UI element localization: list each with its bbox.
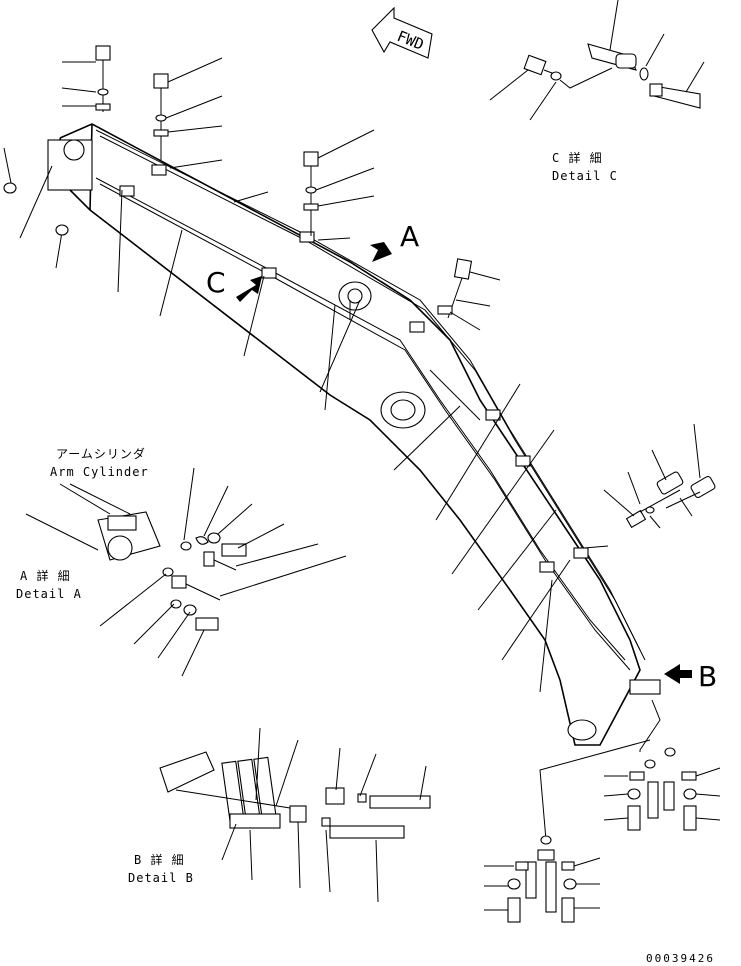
leader-lines: [3, 147, 609, 693]
arm-cylinder-en: Arm Cylinder: [50, 465, 149, 479]
bolt-stack-2: [153, 57, 223, 169]
fastener-group-bottom: [484, 835, 601, 923]
view-arrow-c: C: [206, 266, 262, 302]
detail-a: アームシリンダ Arm Cylinder A 詳 細 Detail A: [16, 446, 347, 677]
detail-c-jp: C 詳 細: [552, 150, 603, 165]
fastener-group-right: [539, 699, 721, 841]
detail-a-jp: A 詳 細: [20, 568, 71, 583]
detail-b-en: Detail B: [128, 871, 194, 885]
boom-assembly: [47, 123, 661, 746]
bolt-stack-3: [303, 129, 375, 241]
bolt-stack-1: [61, 45, 111, 112]
fwd-arrow: FWD: [371, 6, 433, 59]
detail-c: C 詳 細 Detail C: [489, 0, 705, 183]
detail-a-en: Detail A: [16, 587, 82, 601]
detail-b-jp: B 詳 細: [134, 852, 185, 867]
view-label-a: A: [400, 220, 419, 253]
detail-c-en: Detail C: [552, 169, 618, 183]
bolt-stack-4: [437, 258, 501, 331]
drawing-number: 00039426: [646, 952, 715, 965]
view-arrow-a: A: [370, 220, 419, 262]
view-arrow-b: B: [664, 660, 717, 693]
view-label-c: C: [206, 266, 226, 299]
detail-b: B 詳 細 Detail B: [128, 727, 431, 903]
bolt-assembly-right: [603, 423, 716, 529]
view-label-b: B: [698, 660, 717, 693]
arm-cylinder-jp: アームシリンダ: [56, 446, 146, 461]
